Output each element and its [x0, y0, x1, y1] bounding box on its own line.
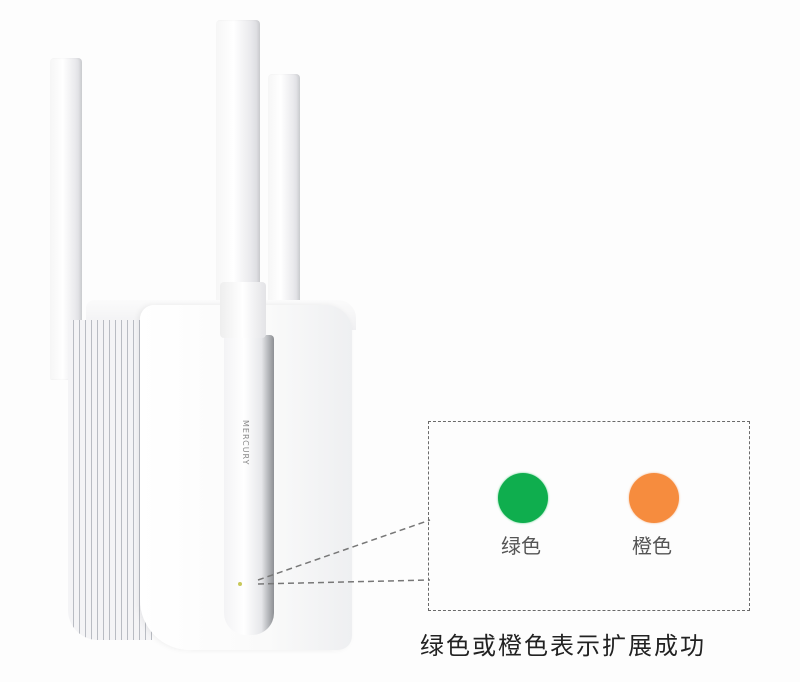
legend-label-orange: 橙色 [632, 534, 672, 558]
green-dot-icon [498, 473, 548, 523]
device-channel [224, 335, 274, 635]
antenna-clip [220, 282, 266, 338]
brand-logo: MERCURY [241, 420, 250, 466]
orange-dot-icon [629, 473, 679, 523]
status-led [238, 582, 242, 586]
led-legend-callout: 绿色 橙色 [428, 421, 750, 611]
antenna-middle [216, 20, 260, 310]
device-vent-side [68, 320, 152, 640]
antenna-right [268, 74, 300, 314]
caption-text: 绿色或橙色表示扩展成功 [420, 632, 706, 660]
legend-label-green: 绿色 [501, 534, 541, 558]
